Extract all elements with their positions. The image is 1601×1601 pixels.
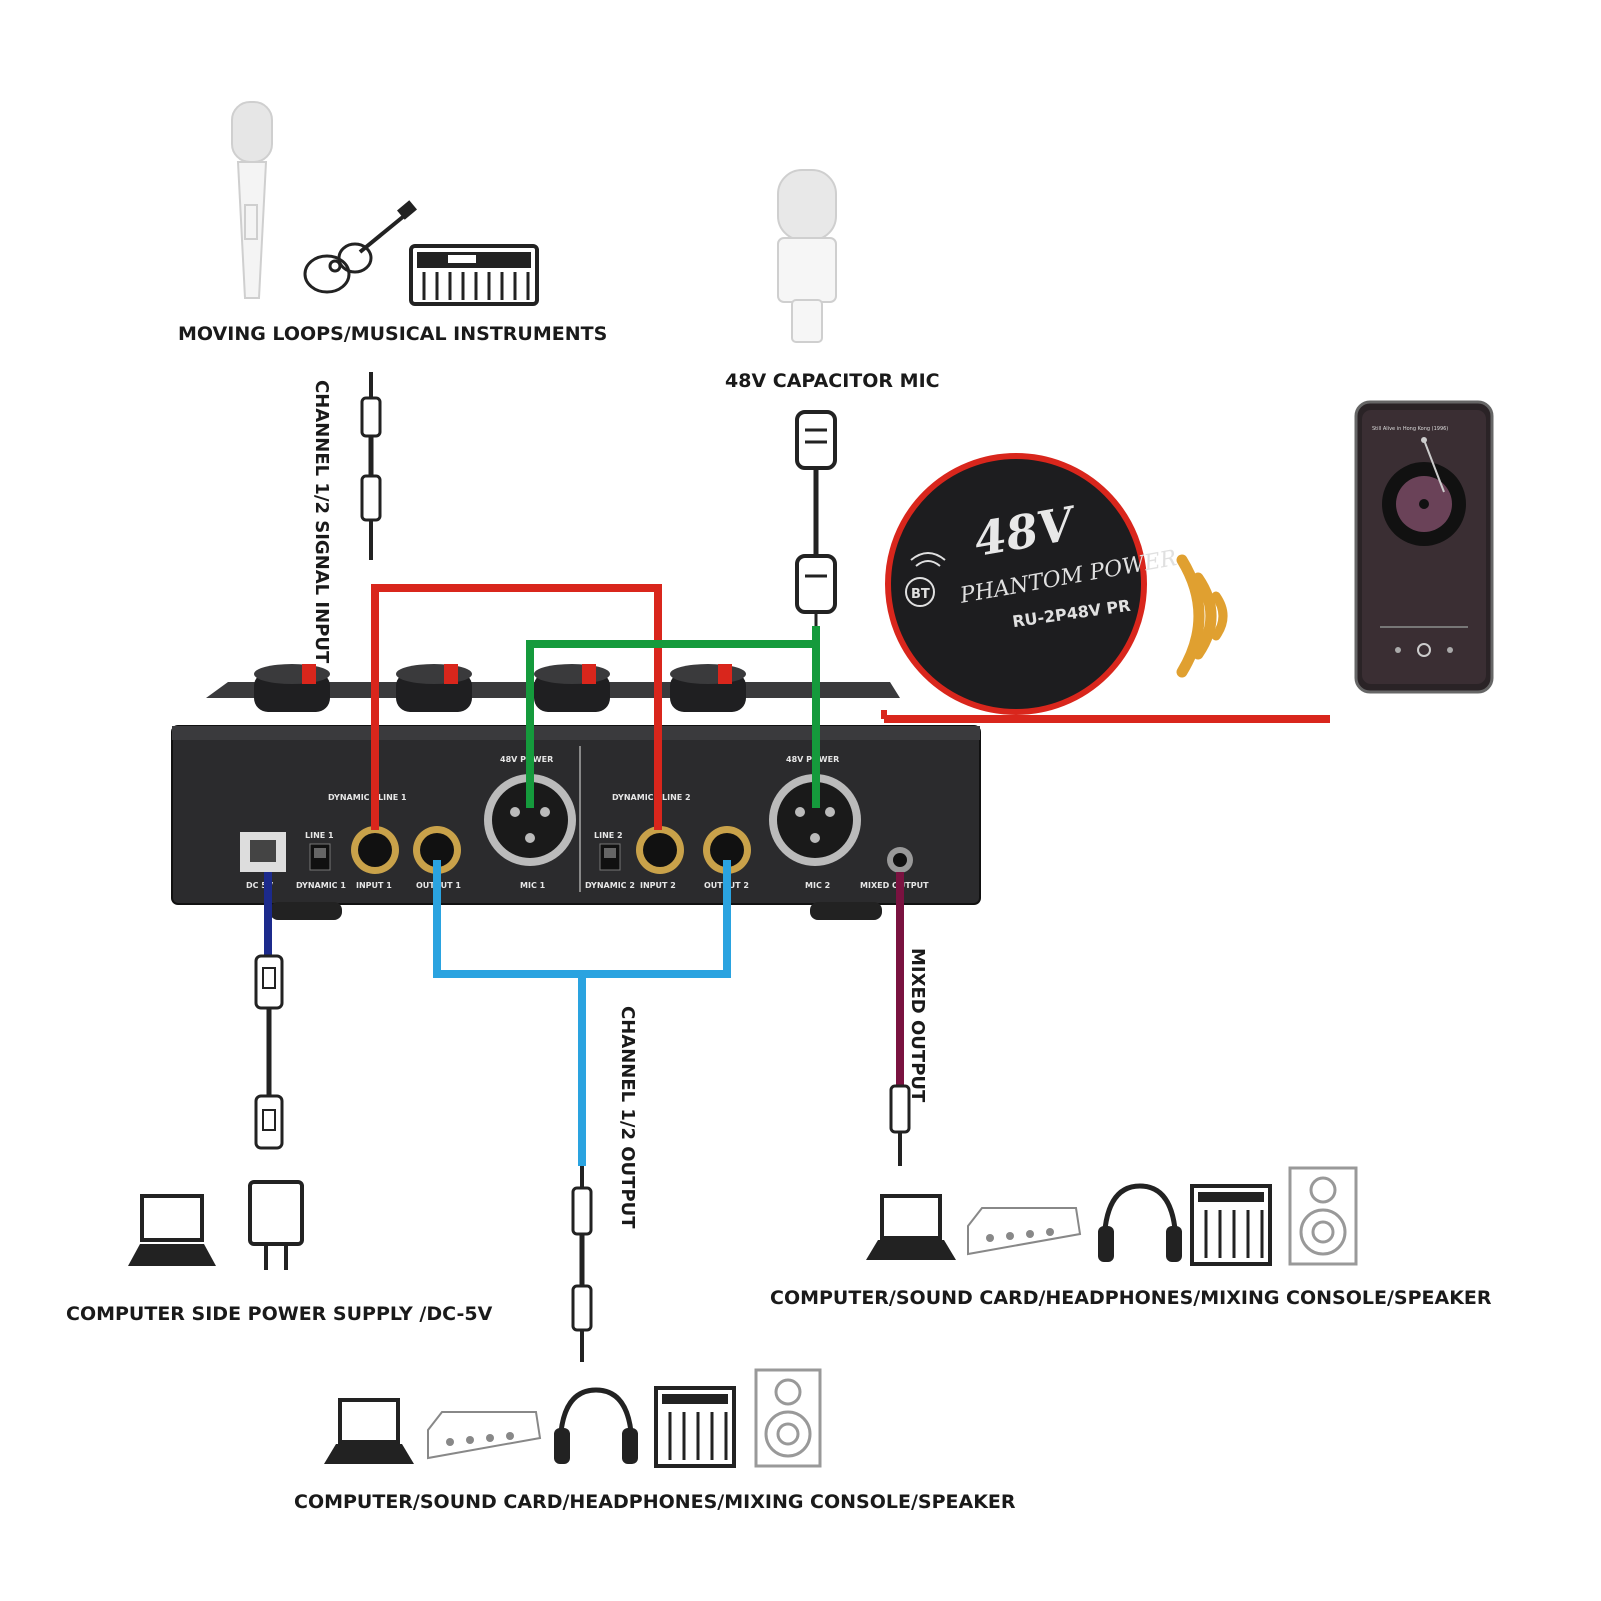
condenser-mic-icon bbox=[777, 169, 837, 343]
line-dynamic-switch-2[interactable] bbox=[599, 843, 621, 871]
panel-line-2: LINE 2 bbox=[594, 831, 623, 840]
mixing-console-icon bbox=[654, 1386, 736, 1468]
bluetooth-waves-icon bbox=[1176, 554, 1228, 678]
output-2-jack[interactable] bbox=[703, 826, 751, 874]
smartphone-icon: Still Alive in Hong Kong (1996) bbox=[1354, 400, 1494, 694]
output-1-jack[interactable] bbox=[413, 826, 461, 874]
input-cable-red bbox=[371, 584, 662, 830]
laptop-icon bbox=[866, 1194, 956, 1260]
speaker-icon bbox=[1288, 1166, 1358, 1266]
phantom-power-zoom-badge: 48V PHANTOM POWER RU-2P48V PR BT bbox=[885, 453, 1179, 715]
inputs-caption: MOVING LOOPS/MUSICAL INSTRUMENTS bbox=[178, 323, 607, 345]
keyboard-icon bbox=[409, 244, 539, 306]
speaker-icon bbox=[754, 1368, 822, 1468]
capacitor-mic-caption: 48V CAPACITOR MIC bbox=[725, 370, 940, 392]
sound-card-icon bbox=[427, 1411, 542, 1460]
volume-knob-3[interactable] bbox=[534, 664, 610, 712]
line-dynamic-switch-1[interactable] bbox=[309, 843, 331, 871]
usb-port[interactable] bbox=[240, 832, 286, 872]
laptop-icon bbox=[324, 1398, 414, 1464]
signal-input-vertical-label: CHANNEL 1/2 SIGNAL INPUT bbox=[311, 380, 332, 664]
usb-plug-icon bbox=[254, 954, 284, 1150]
jack-plug-icon bbox=[571, 1166, 593, 1362]
volume-knob-4[interactable] bbox=[670, 664, 746, 712]
xlr-plug-icon bbox=[795, 410, 837, 626]
panel-mixed-output: MIXED OUTPUT bbox=[860, 881, 929, 890]
jack-plug-icon bbox=[889, 1084, 911, 1166]
headphones-icon bbox=[554, 1387, 638, 1464]
mixed-devices-caption: COMPUTER/SOUND CARD/HEADPHONES/MIXING CO… bbox=[770, 1287, 1492, 1309]
zoom-badge-bt: BT bbox=[911, 587, 930, 602]
mixing-console-icon bbox=[1190, 1184, 1272, 1266]
input-2-jack[interactable] bbox=[636, 826, 684, 874]
panel-input-2: INPUT 2 bbox=[640, 881, 676, 890]
sound-card-icon bbox=[967, 1207, 1082, 1256]
mixed-devices-row bbox=[866, 1166, 1358, 1266]
volume-knob-2[interactable] bbox=[396, 664, 472, 712]
panel-dynamic-1: DYNAMIC 1 bbox=[296, 881, 346, 890]
handheld-mic-icon bbox=[231, 101, 273, 299]
headphones-icon bbox=[1098, 1183, 1182, 1262]
guitar-icon bbox=[303, 200, 417, 294]
panel-dynamic-line-1: DYNAMIC / LINE 1 bbox=[328, 793, 407, 802]
channel-devices-caption: COMPUTER/SOUND CARD/HEADPHONES/MIXING CO… bbox=[294, 1491, 1016, 1513]
mic-cable-green bbox=[526, 640, 820, 808]
mic-2-xlr-socket[interactable] bbox=[769, 774, 861, 866]
panel-dynamic-line-2: DYNAMIC / LINE 2 bbox=[612, 793, 691, 802]
panel-line-1: LINE 1 bbox=[305, 831, 334, 840]
mic-1-xlr-socket[interactable] bbox=[484, 774, 576, 866]
mixed-output-jack[interactable] bbox=[887, 847, 913, 873]
jack-plug-icon bbox=[360, 372, 382, 560]
power-caption: COMPUTER SIDE POWER SUPPLY /DC-5V bbox=[66, 1303, 493, 1325]
panel-dc-5v: DC 5V bbox=[246, 881, 274, 890]
panel-dynamic-2: DYNAMIC 2 bbox=[585, 881, 635, 890]
power-adapter-icon bbox=[248, 1180, 304, 1270]
panel-mic-2: MIC 2 bbox=[805, 881, 830, 890]
mixed-vertical-label: MIXED OUTPUT bbox=[907, 948, 928, 1103]
output-vertical-label: CHANNEL 1/2 OUTPUT bbox=[617, 1006, 638, 1229]
audio-mixer-device: DYNAMIC / LINE 1 DYNAMIC / LINE 2 48V PO… bbox=[171, 664, 981, 920]
input-1-jack[interactable] bbox=[351, 826, 399, 874]
phone-song-line: Still Alive in Hong Kong (1996) bbox=[1372, 426, 1448, 432]
channel-devices-row bbox=[324, 1368, 822, 1468]
panel-input-1: INPUT 1 bbox=[356, 881, 392, 890]
panel-mic-1: MIC 1 bbox=[520, 881, 546, 890]
laptop-icon bbox=[128, 1194, 216, 1266]
volume-knob-1[interactable] bbox=[254, 664, 330, 712]
